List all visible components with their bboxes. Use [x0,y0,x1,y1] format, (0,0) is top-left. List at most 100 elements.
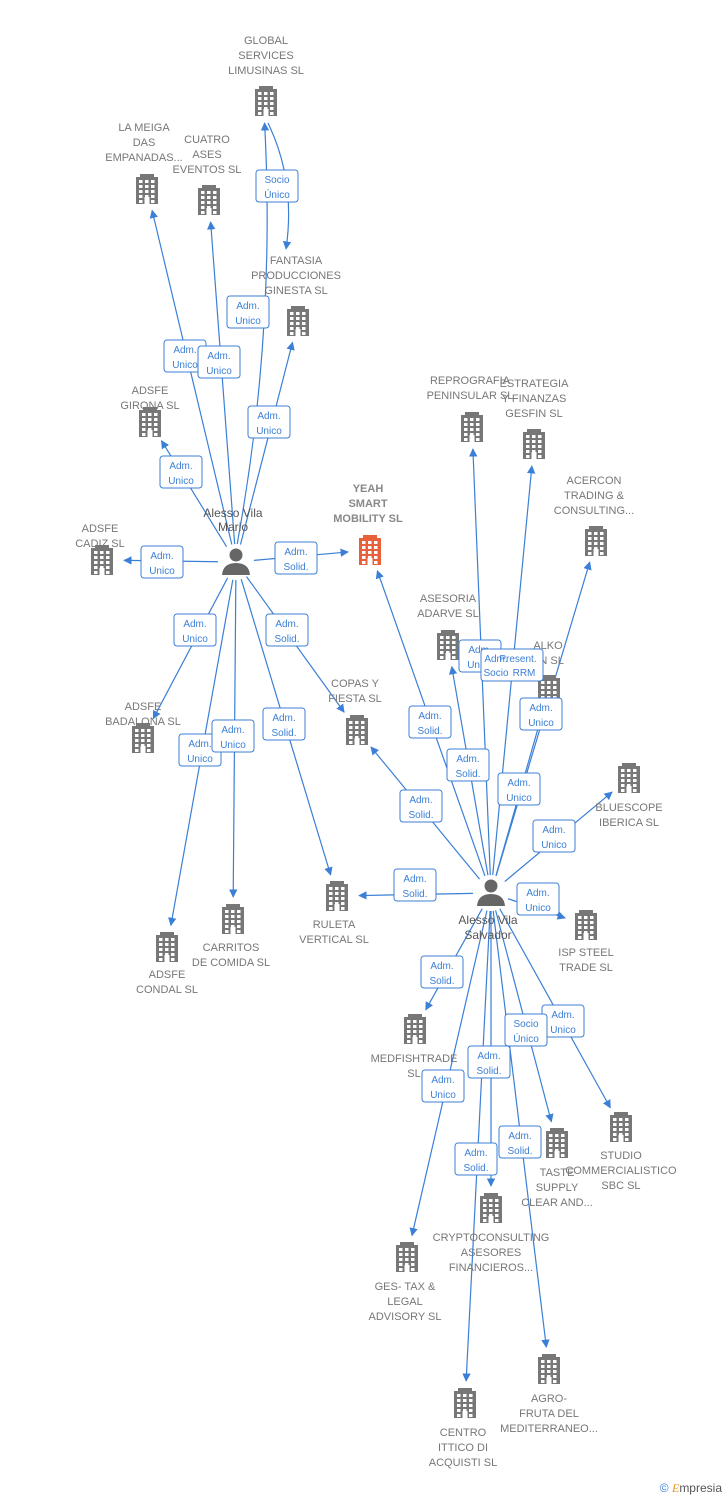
svg-text:Unico: Unico [528,718,554,729]
building-icon [156,932,178,962]
relation-badge-mario-fantasia[interactable]: Adm. Unico [247,405,291,439]
svg-text:Adm.: Adm. [257,411,280,422]
person-icon [222,548,250,575]
person-icon [477,879,505,906]
relation-badge-mario-yeah[interactable]: Adm.Solid. [274,541,318,575]
relation-badge-salvador-isp[interactable]: Adm. Unico [516,882,560,916]
svg-text:Adm.: Adm. [207,351,230,362]
relation-badge-salvador-bluescope[interactable]: Adm.Unico [532,819,576,853]
relation-badge-mario-cadiz[interactable]: Adm.Unico [140,545,184,579]
relation-badge-salvador-crypto[interactable]: Adm.Solid. [467,1045,511,1079]
svg-text:Adm.: Adm. [526,888,549,899]
svg-text:Adm.: Adm. [508,1131,531,1142]
svg-text:Solid.: Solid. [408,810,433,821]
svg-text:Adm.: Adm. [272,713,295,724]
svg-text:Adm.: Adm. [403,874,426,885]
svg-text:Adm.: Adm. [456,754,479,765]
relation-badge-mario-cuatro[interactable]: Adm.Unico [197,345,241,379]
svg-text:Adm.: Adm. [430,961,453,972]
relation-badge-salvador-copas[interactable]: Adm.Solid. [399,789,443,823]
svg-text:Unico: Unico [525,903,551,914]
svg-text:Solid.: Solid. [476,1066,501,1077]
svg-text:Unico: Unico [430,1090,456,1101]
svg-text:Unico: Unico [506,793,532,804]
relation-badge-salvador-yeah[interactable]: Adm.Solid. [408,705,452,739]
relation-badge-mario-meiga[interactable]: Adm.Unico [163,339,207,373]
svg-text:Solid.: Solid. [455,769,480,780]
svg-text:Unico: Unico [149,566,175,577]
relation-badge-mario-global[interactable]: Adm.Unico [226,295,270,329]
building-icon [538,1354,560,1384]
svg-text:Adm.: Adm. [275,619,298,630]
relation-badge-mario-girona[interactable]: Adm.Unico [159,455,203,489]
relation-badge-mario-copas[interactable]: Adm.Solid. [265,613,309,647]
relation-badge-salvador-alko[interactable]: Adm.Unico [497,772,541,806]
edge-mario-badalona [152,577,229,720]
svg-text:Unico: Unico [256,426,282,437]
relation-badge-salvador-ruleta[interactable]: Adm.Solid. [393,868,437,902]
relation-badge-mario-ruleta[interactable]: Adm.Solid. [262,707,306,741]
building-icon [136,174,158,204]
svg-text:Adm.: Adm. [542,825,565,836]
building-icon [198,185,220,215]
relation-badge-salvador-asesoria[interactable]: Adm. Solid. [446,748,490,782]
relation-badge-salvador-studio[interactable]: Adm.Unico [541,1004,585,1038]
building-icon [523,429,545,459]
relation-badge-mario-badalona[interactable]: Adm.Unico [173,613,217,647]
relation-badge-salvador-medfish[interactable]: Adm.Solid. [420,955,464,989]
building-icon [546,1128,568,1158]
relation-badge-salvador-agro[interactable]: Adm.Solid. [498,1125,542,1159]
empresia-brand[interactable]: © Empresia [660,1481,722,1496]
brand-name: mpresia [679,1481,722,1495]
relation-badge-salvador-acercon[interactable]: Adm.Unico [519,697,563,731]
relation-badge-mario-carritos[interactable]: Adm.Unico [211,719,255,753]
svg-text:Solid.: Solid. [417,726,442,737]
svg-text:Adm.: Adm. [484,654,507,665]
svg-text:Adm.: Adm. [236,301,259,312]
svg-text:Unico: Unico [467,660,493,671]
relation-badge-salvador-gestax[interactable]: Adm.Unico [421,1069,465,1103]
relation-badge-salvador-centro[interactable]: Adm.Solid. [454,1142,498,1176]
svg-text:Único: Único [264,188,290,201]
